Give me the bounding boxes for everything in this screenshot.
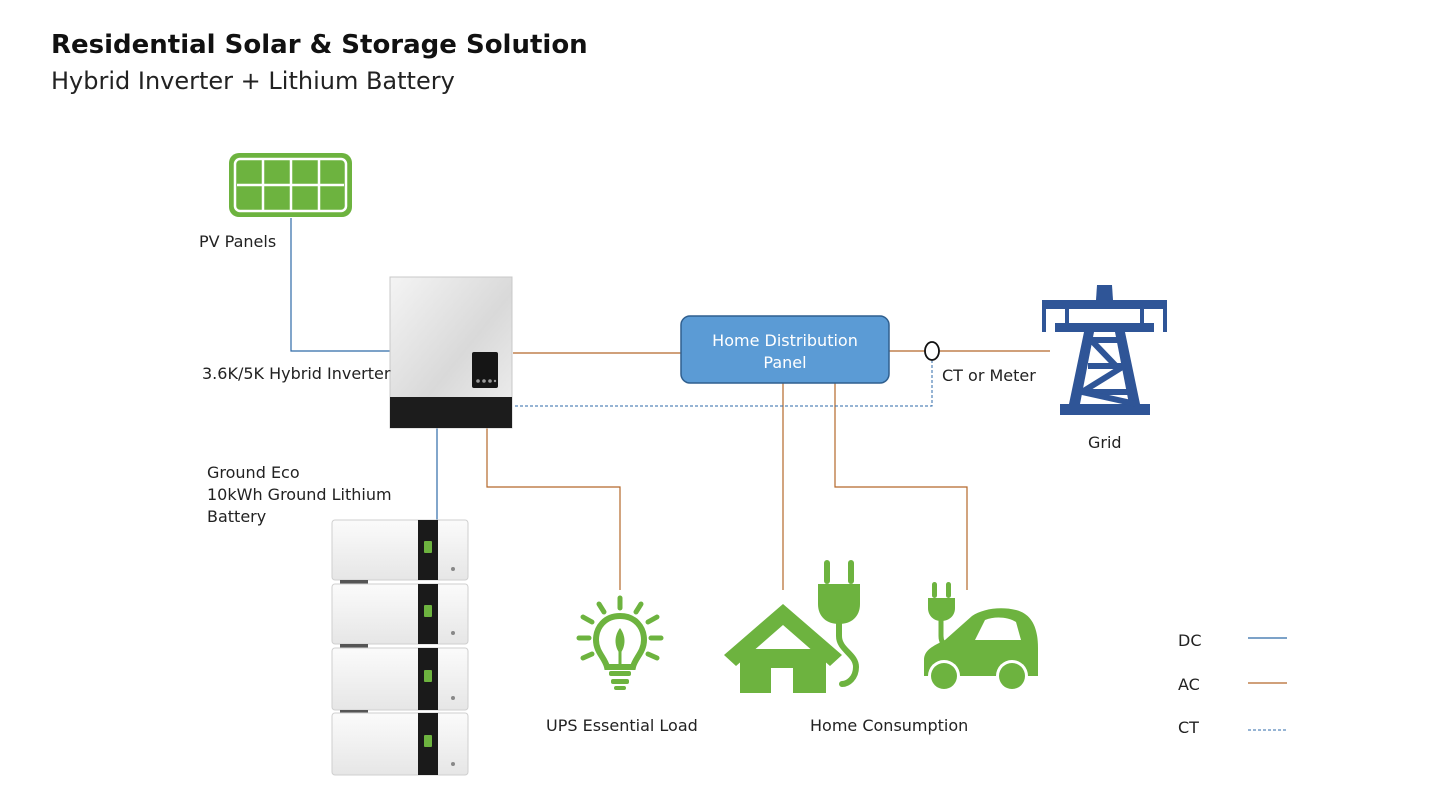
- ups-load-label: UPS Essential Load: [546, 716, 698, 735]
- distribution-panel-box: [680, 315, 890, 384]
- page-title: Residential Solar & Storage Solution: [51, 30, 588, 60]
- dc-line-pv-to-inverter: [290, 218, 390, 352]
- ct-line-sensor-to-inverter: [513, 360, 933, 407]
- grid-label: Grid: [1088, 433, 1122, 452]
- legend-ct-label: CT: [1178, 718, 1199, 737]
- ac-line-inverter-to-ups: [486, 428, 621, 590]
- light-bulb-icon: [576, 595, 664, 690]
- ct-sensor-icon: [924, 341, 940, 361]
- ac-wiring: [486, 350, 1050, 590]
- battery-module: [331, 647, 469, 711]
- dc-wiring: [290, 218, 438, 520]
- home-consumption-label: Home Consumption: [810, 716, 969, 735]
- battery-module: [331, 712, 469, 776]
- ac-line-panel-to-car: [834, 383, 968, 590]
- grid-tower-icon: [1042, 285, 1167, 415]
- ct-meter-label: CT or Meter: [942, 366, 1036, 385]
- hybrid-inverter-icon: [389, 276, 513, 429]
- pv-panels-label: PV Panels: [199, 232, 277, 251]
- distribution-panel-label-line1: Home Distribution: [712, 331, 858, 350]
- distribution-panel-label-line2: Panel: [763, 353, 806, 372]
- battery-stack-icon: [331, 519, 469, 776]
- page-subtitle: Hybrid Inverter + Lithium Battery: [51, 67, 455, 95]
- house-plug-icon: [724, 560, 860, 693]
- legend-lines: [1248, 637, 1287, 731]
- battery-label-line3: Battery: [207, 507, 267, 526]
- inverter-label: 3.6K/5K Hybrid Inverter: [202, 364, 391, 383]
- battery-label-line1: Ground Eco: [207, 463, 300, 482]
- legend-dc-label: DC: [1178, 631, 1202, 650]
- electric-car-icon: [924, 582, 1038, 692]
- legend-ac-label: AC: [1178, 675, 1200, 694]
- battery-module: [331, 519, 469, 581]
- solar-panel-icon: [229, 153, 352, 217]
- battery-module: [331, 583, 469, 645]
- battery-label-line2: 10kWh Ground Lithium: [207, 485, 392, 504]
